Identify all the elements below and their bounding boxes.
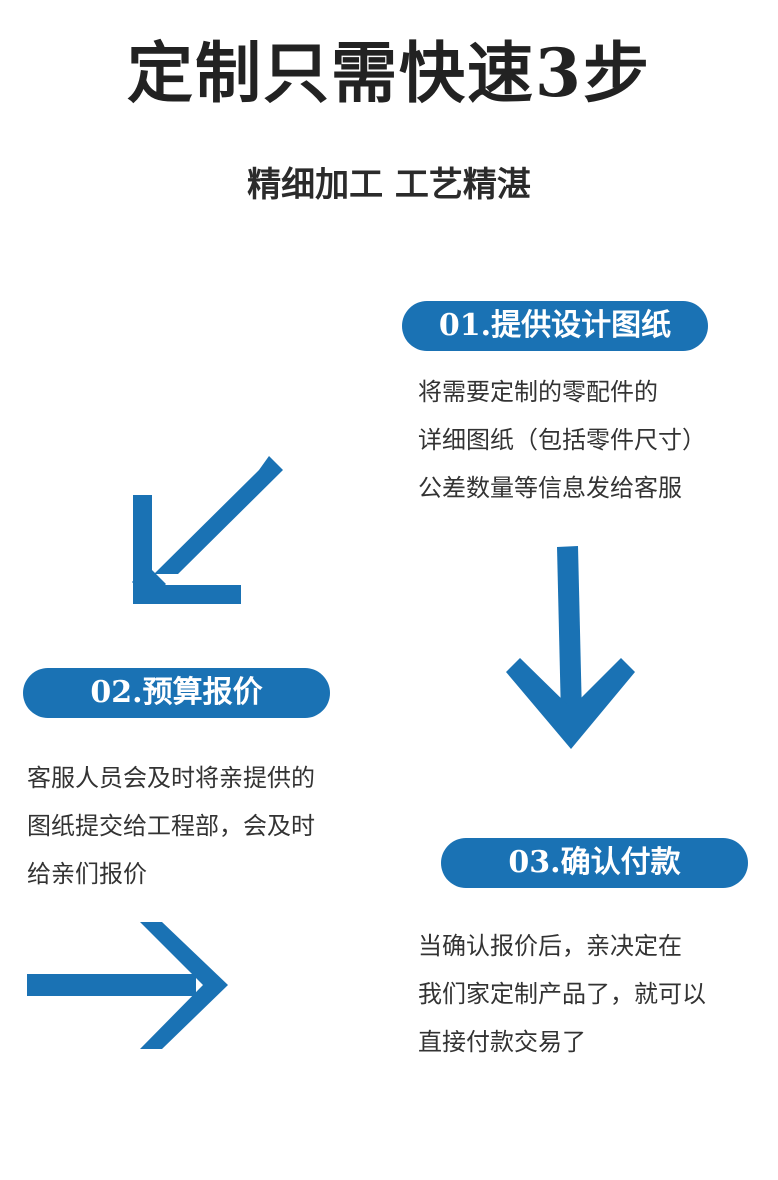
page-title: 定制只需快速3步 — [127, 34, 651, 112]
step-2-badge: 02.预算报价 — [23, 668, 330, 718]
step-1-line-1: 将需要定制的零配件的 — [418, 378, 658, 406]
step-3-badge: 03.确认付款 — [441, 838, 748, 888]
step-2-description: 客服人员会及时将亲提供的 图纸提交给工程部，会及时 给亲们报价 — [27, 754, 315, 898]
step-2-line-2: 图纸提交给工程部，会及时 — [27, 812, 315, 840]
step-2-line-1: 客服人员会及时将亲提供的 — [27, 764, 315, 792]
arrow-down-icon — [506, 546, 635, 749]
step-1-description: 将需要定制的零配件的 详细图纸（包括零件尺寸） 公差数量等信息发给客服 — [418, 368, 706, 512]
step-2-line-3: 给亲们报价 — [27, 860, 147, 888]
step-3-line-2: 我们家定制产品了，就可以 — [418, 980, 706, 1008]
step-1-line-2: 详细图纸（包括零件尺寸） — [418, 426, 706, 454]
page-subtitle: 精细加工 工艺精湛 — [247, 165, 531, 205]
arrow-right-icon — [27, 922, 228, 1049]
arrow-down-left-icon — [132, 456, 283, 604]
step-3-line-1: 当确认报价后，亲决定在 — [418, 932, 682, 960]
step-3-line-3: 直接付款交易了 — [418, 1028, 586, 1056]
step-3-description: 当确认报价后，亲决定在 我们家定制产品了，就可以 直接付款交易了 — [418, 922, 706, 1066]
step-1-badge: 01.提供设计图纸 — [402, 301, 708, 351]
step-1-line-3: 公差数量等信息发给客服 — [418, 474, 682, 502]
